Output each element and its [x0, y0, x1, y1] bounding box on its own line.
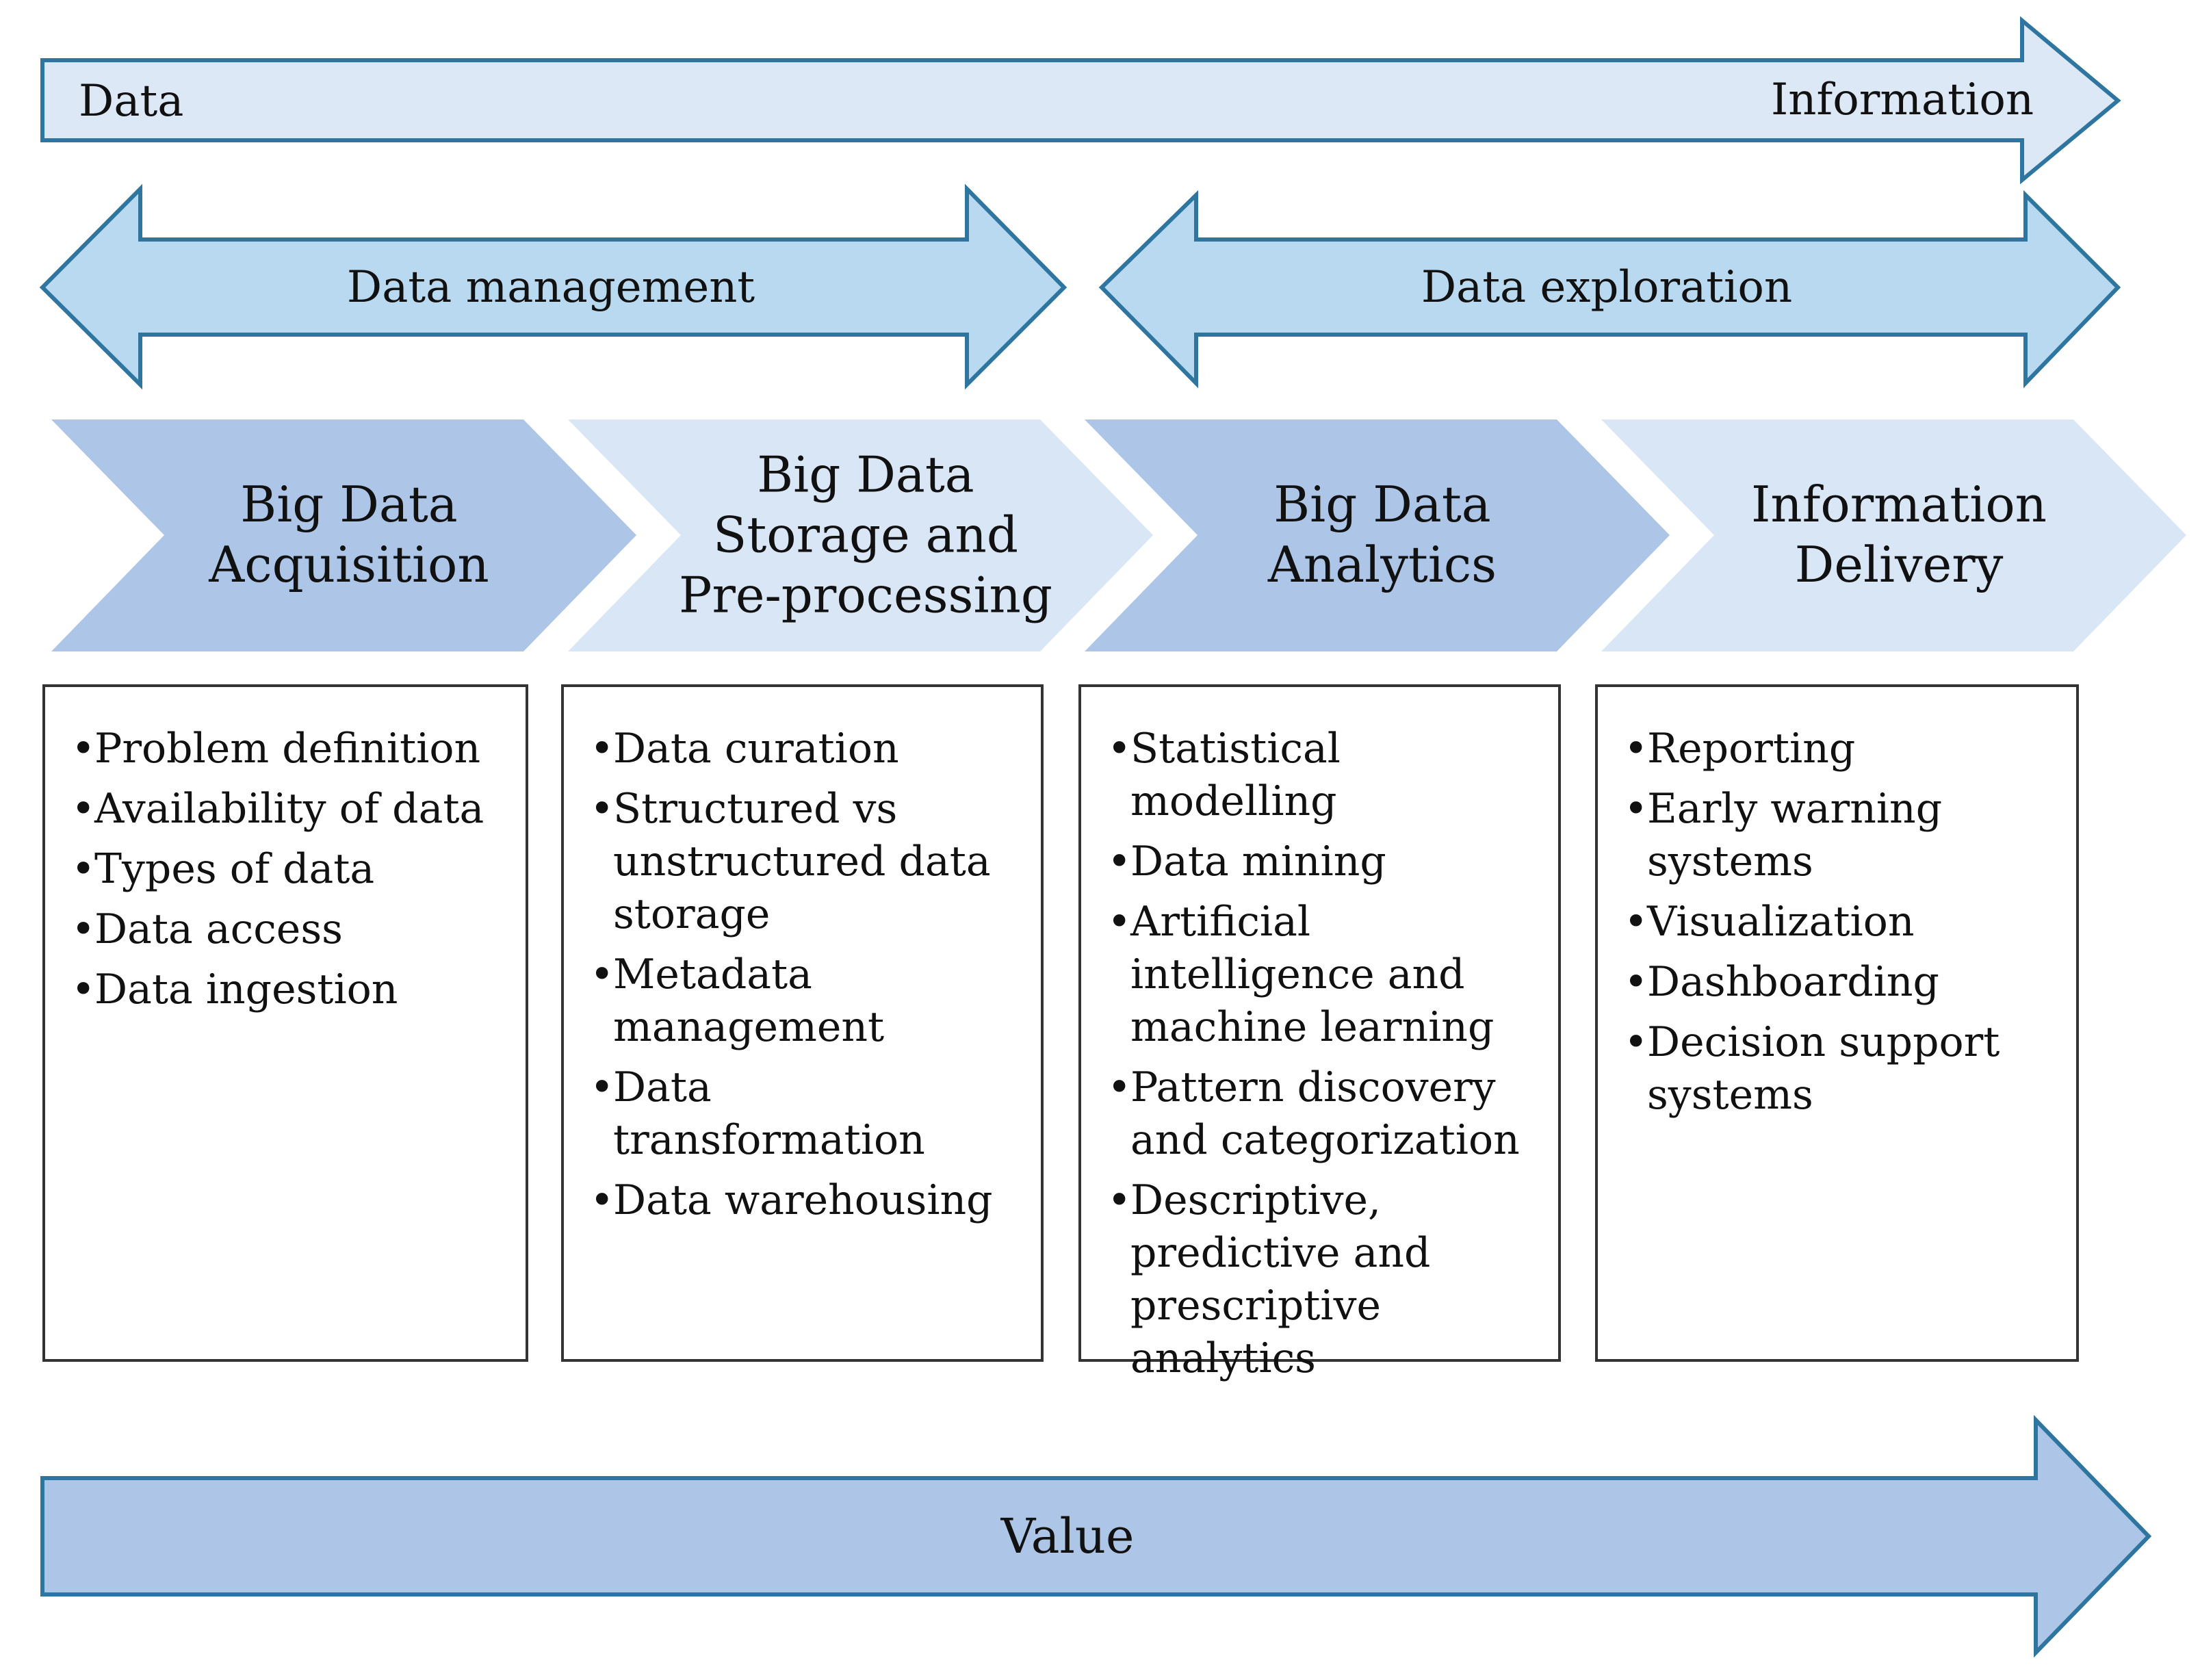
data-management-arrow — [39, 183, 1067, 390]
chevron-analytics — [1085, 419, 1670, 651]
chevron-acquisition — [51, 419, 636, 651]
list-item: Types of data — [71, 843, 512, 896]
list-item: Early warning systems — [1624, 783, 2062, 888]
delivery-box: Reporting Early warning systems Visualiz… — [1595, 684, 2079, 1362]
list-item: Dashboarding — [1624, 956, 2062, 1009]
data-exploration-label: Data exploration — [1421, 261, 1793, 313]
information-label: Information — [1771, 75, 2034, 125]
list-item: Data mining — [1107, 836, 1544, 888]
value-arrow — [40, 1414, 2152, 1658]
list-item: Pattern discovery and categorization — [1107, 1061, 1544, 1167]
storage-list: Data curation Structured vs unstructured… — [564, 687, 1041, 1227]
stage-acquisition-title: Big Data Acquisition — [209, 476, 489, 593]
list-item: Data access — [71, 903, 512, 956]
data-label: Data — [79, 76, 184, 127]
acquisition-box: Problem definition Availability of data … — [42, 684, 528, 1362]
analytics-list: Statistical modelling Data mining Artifi… — [1081, 687, 1558, 1385]
list-item: Data transformation — [590, 1061, 1027, 1167]
list-item: Problem definition — [71, 723, 512, 775]
stage-delivery-title: Information Delivery — [1750, 476, 2047, 593]
chevron-storage — [568, 419, 1153, 651]
analytics-box: Statistical modelling Data mining Artifi… — [1078, 684, 1561, 1382]
stage-storage-title: Big Data Storage and Pre-processing — [679, 445, 1052, 623]
data-exploration-arrow — [1098, 190, 2121, 389]
list-item: Availability of data — [71, 783, 512, 836]
list-item: Data curation — [590, 723, 1027, 775]
storage-box: Data curation Structured vs unstructured… — [561, 684, 1044, 1362]
list-item: Structured vs unstructured data storage — [590, 783, 1027, 941]
list-item: Data warehousing — [590, 1174, 1027, 1227]
delivery-list: Reporting Early warning systems Visualiz… — [1598, 687, 2076, 1122]
list-item: Descriptive, predictive and prescriptive… — [1107, 1174, 1544, 1385]
data-management-label: Data management — [346, 261, 755, 313]
list-item: Data ingestion — [71, 964, 512, 1016]
acquisition-list: Problem definition Availability of data … — [45, 687, 526, 1016]
list-item: Visualization — [1624, 896, 2062, 948]
data-to-information-arrow — [40, 16, 2121, 185]
list-item: Reporting — [1624, 723, 2062, 775]
value-label: Value — [1000, 1508, 1135, 1564]
stage-analytics-title: Big Data Analytics — [1267, 476, 1497, 593]
chevron-delivery — [1601, 419, 2186, 651]
list-item: Metadata management — [590, 948, 1027, 1054]
list-item: Decision support systems — [1624, 1016, 2062, 1122]
list-item: Statistical modelling — [1107, 723, 1544, 828]
list-item: Artificial intelligence and machine lear… — [1107, 896, 1544, 1054]
